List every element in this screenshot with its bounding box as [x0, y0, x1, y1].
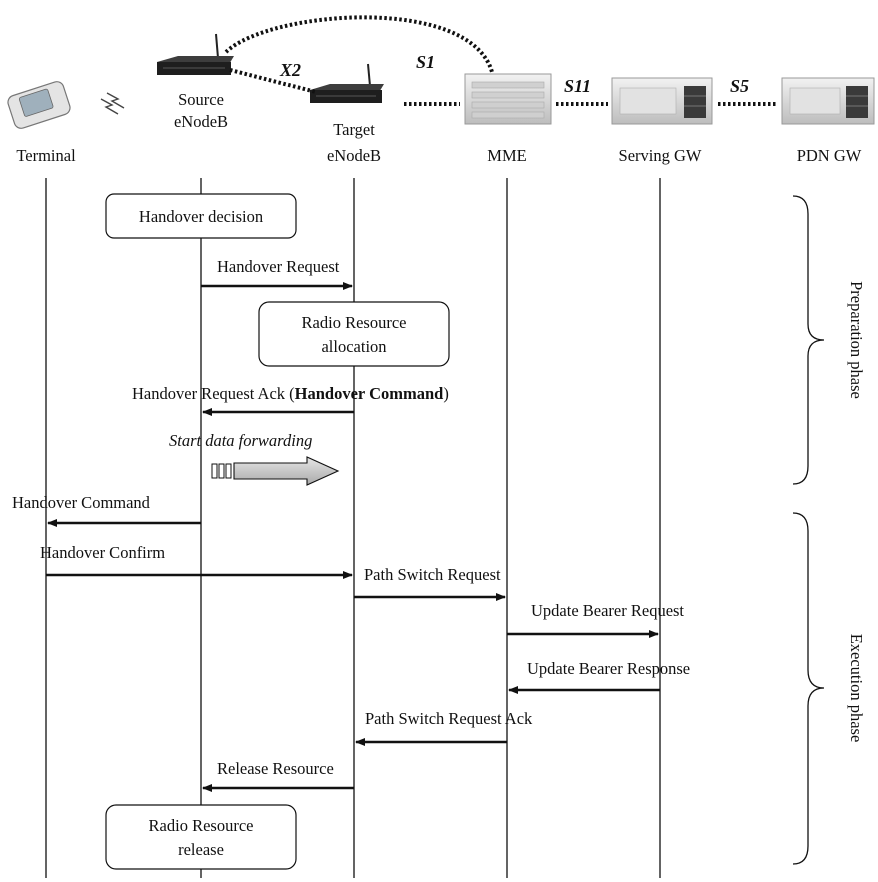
source-enodeb-label-line1: Source: [178, 90, 224, 109]
interface-links: [224, 15, 778, 106]
mme-server-icon: [464, 73, 552, 125]
handover-request-ack-suffix: ): [443, 384, 449, 403]
terminal-icon: [7, 81, 71, 129]
handover-command-bold: Handover Command: [295, 384, 444, 403]
s1-label: S1: [416, 52, 435, 72]
pdn-gw-label: PDN GW: [797, 146, 862, 165]
preparation-phase-brace: [792, 195, 825, 485]
wireless-signal-icon: [100, 92, 125, 115]
handover-request-ack-prefix: Handover Request Ack (: [132, 384, 295, 403]
path-switch-request-label: Path Switch Request: [364, 565, 501, 584]
radio-resource-allocation-box: [258, 301, 450, 367]
handover-command-label: Handover Command: [12, 493, 151, 512]
s1-source-mme-arc: [224, 15, 494, 73]
s11-label: S11: [564, 76, 591, 96]
execution-phase-label: Execution phase: [847, 634, 866, 743]
terminal-label: Terminal: [16, 146, 76, 165]
handover-request-label: Handover Request: [217, 257, 340, 276]
pdn-gw-server-icon: [781, 77, 875, 125]
source-enodeb-label-line2: eNodeB: [174, 112, 228, 131]
x2-label: X2: [279, 60, 301, 80]
source-enodeb-router-icon: [157, 33, 234, 75]
radio-resource-allocation-text-line1: Radio Resource: [302, 313, 407, 332]
radio-resource-release-text-line1: Radio Resource: [149, 816, 254, 835]
release-resource-label: Release Resource: [217, 759, 334, 778]
handover-decision-text: Handover decision: [139, 207, 263, 226]
serving-gw-label: Serving GW: [619, 146, 702, 165]
path-switch-request-ack-label: Path Switch Request Ack: [365, 709, 533, 728]
handover-decision-box: [105, 193, 297, 239]
radio-resource-allocation-text-line2: allocation: [321, 337, 386, 356]
x2-link: [229, 68, 317, 94]
radio-resource-release-box: [105, 804, 297, 870]
update-bearer-response-label: Update Bearer Response: [527, 659, 690, 678]
data-forwarding-arrow-icon: [211, 456, 340, 486]
mme-label: MME: [487, 146, 526, 165]
preparation-phase-label: Preparation phase: [847, 281, 866, 399]
s5-label: S5: [730, 76, 749, 96]
target-enodeb-router-icon: [310, 63, 384, 103]
lifelines: [45, 178, 661, 878]
serving-gw-server-icon: [611, 77, 713, 125]
target-enodeb-label-line1: Target: [333, 120, 375, 139]
handover-confirm-label: Handover Confirm: [40, 543, 165, 562]
execution-phase-brace: [792, 512, 825, 865]
start-data-forwarding-label: Start data forwarding: [169, 431, 312, 450]
radio-resource-release-text-line2: release: [178, 840, 224, 859]
target-enodeb-label-line2: eNodeB: [327, 146, 381, 165]
update-bearer-request-label: Update Bearer Request: [531, 601, 684, 620]
handover-request-ack-label: Handover Request Ack (Handover Command): [132, 384, 449, 403]
